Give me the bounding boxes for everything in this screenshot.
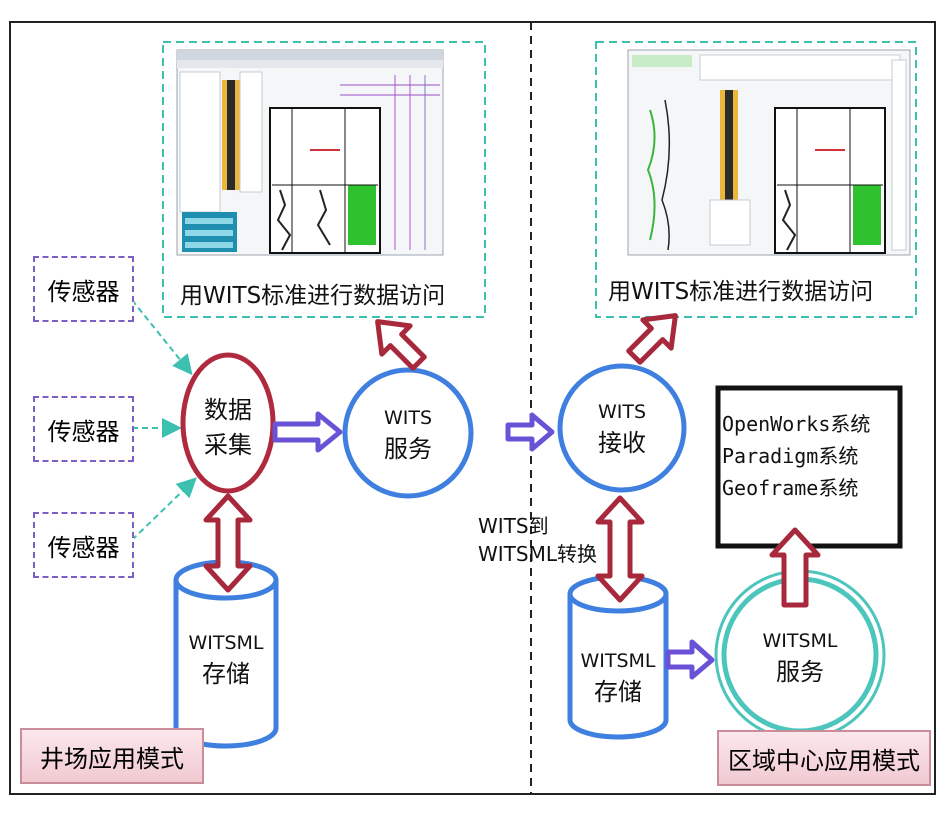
receive-storage-double-arrow xyxy=(595,495,645,603)
collect-to-service-arrow xyxy=(272,411,343,453)
wits-service-node xyxy=(342,367,474,499)
system-paradigm: Paradigm系统 xyxy=(722,444,859,468)
sensor-label: 传感器 xyxy=(47,533,120,562)
right-access-frame xyxy=(595,41,917,318)
sensor-link-3 xyxy=(131,477,197,541)
sensor-label: 传感器 xyxy=(47,277,120,306)
service-to-receive-arrow xyxy=(505,412,555,452)
right-mode-box: 区域中心应用模式 xyxy=(717,730,931,786)
left-access-frame xyxy=(162,41,486,318)
wits-receive-node xyxy=(557,363,687,493)
sensor-label: 传感器 xyxy=(47,417,120,446)
right-software-screenshot xyxy=(627,49,911,256)
system-geoframe: Geoframe系统 xyxy=(722,476,859,500)
systems-box xyxy=(715,385,903,549)
sensor-box-3: 传感器 xyxy=(33,512,134,578)
wits-receive-label: WITS 接收 xyxy=(597,400,647,457)
data-collection-label: 数据 采集 xyxy=(204,396,252,459)
left-software-screenshot xyxy=(176,49,444,256)
sensor-link-1 xyxy=(131,299,193,376)
left-access-arrow xyxy=(375,319,427,371)
left-storage-label: WITSML 存储 xyxy=(188,631,264,688)
left-mode-label: 井场应用模式 xyxy=(40,744,184,773)
collect-storage-double-arrow xyxy=(203,493,253,593)
conversion-label: WITS到 WITSML转换 xyxy=(478,514,597,566)
left-access-label: 用WITS标准进行数据访问 xyxy=(180,283,446,309)
system-openworks: OpenWorks系统 xyxy=(722,412,871,436)
witsml-service-label: WITSML 服务 xyxy=(762,629,838,686)
service-to-systems-arrow xyxy=(769,527,821,608)
right-mode-label: 区域中心应用模式 xyxy=(728,746,920,775)
systems-list: OpenWorks系统 Paradigm系统 Geoframe系统 xyxy=(722,408,870,504)
right-access-arrow xyxy=(626,313,678,365)
storage-to-service-arrow xyxy=(665,639,715,680)
sensor-box-2: 传感器 xyxy=(33,396,134,462)
outer-frame xyxy=(9,21,936,795)
wits-service-label: WITS 服务 xyxy=(383,406,433,463)
sensor-box-1: 传感器 xyxy=(33,256,134,322)
left-mode-box: 井场应用模式 xyxy=(20,728,204,784)
right-storage-label: WITSML 存储 xyxy=(580,649,656,706)
right-access-label: 用WITS标准进行数据访问 xyxy=(608,279,874,305)
